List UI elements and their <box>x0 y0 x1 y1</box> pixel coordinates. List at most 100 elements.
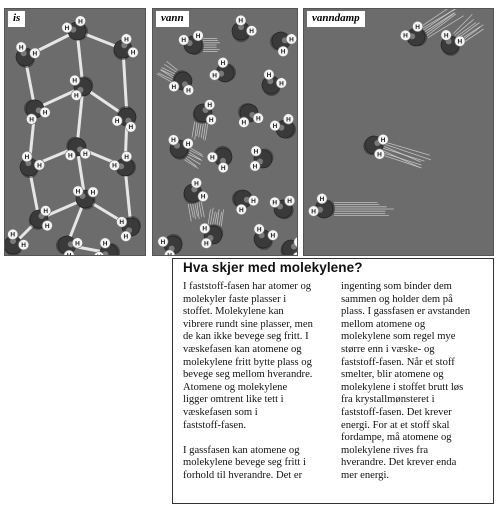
motion-trail <box>208 208 223 227</box>
svg-text:H: H <box>202 226 207 233</box>
svg-text:H: H <box>37 162 42 169</box>
svg-text:H: H <box>287 198 292 205</box>
svg-text:H: H <box>124 234 129 241</box>
svg-text:H: H <box>103 240 108 247</box>
svg-text:H: H <box>444 32 449 39</box>
svg-text:H: H <box>43 110 48 117</box>
svg-text:H: H <box>458 38 463 45</box>
svg-text:H: H <box>43 208 48 215</box>
svg-text:H: H <box>296 254 297 255</box>
svg-text:H: H <box>415 24 420 31</box>
svg-text:H: H <box>251 198 256 205</box>
svg-text:H: H <box>201 194 206 201</box>
water-molecule: HH <box>107 148 142 182</box>
svg-text:H: H <box>78 18 83 25</box>
hydrogen-atom: H <box>250 161 260 171</box>
svg-text:H: H <box>242 120 247 127</box>
svg-text:H: H <box>273 123 278 130</box>
hydrogen-atom: H <box>73 186 83 196</box>
svg-text:H: H <box>119 219 124 226</box>
water-molecule: HH <box>281 237 298 255</box>
svg-text:H: H <box>194 180 199 187</box>
water-molecule: HH <box>248 222 280 253</box>
svg-text:H: H <box>128 124 133 131</box>
ice-molecules: HHHHHHHHHHHHHHHHHHHHHHHHHHHHHH <box>5 9 145 255</box>
svg-text:H: H <box>377 151 382 158</box>
svg-text:H: H <box>161 239 166 246</box>
svg-text:H: H <box>167 252 172 255</box>
water-molecule: HH <box>225 13 260 47</box>
svg-text:H: H <box>320 196 325 203</box>
svg-text:H: H <box>67 253 72 255</box>
explanation-box: Hva skjer med molekylene? I faststoff-fa… <box>172 258 494 504</box>
svg-text:H: H <box>207 102 212 109</box>
water-molecule: HH <box>51 229 84 255</box>
water-molecule: HH <box>306 191 339 225</box>
ice-label: is <box>8 11 25 27</box>
svg-text:H: H <box>403 33 408 40</box>
svg-text:H: H <box>186 141 191 148</box>
svg-text:H: H <box>29 116 34 123</box>
svg-text:H: H <box>181 37 186 44</box>
svg-text:H: H <box>19 44 24 51</box>
svg-text:H: H <box>72 78 77 85</box>
svg-text:H: H <box>10 232 15 239</box>
left-paragraph-1: I faststoff-fasen har atomer og molekyle… <box>183 281 333 432</box>
water-molecule: HH <box>155 228 188 255</box>
svg-text:H: H <box>289 36 294 43</box>
svg-text:H: H <box>91 189 96 196</box>
motion-trail <box>381 142 431 168</box>
svg-text:H: H <box>75 240 80 247</box>
svg-text:H: H <box>271 232 276 239</box>
water-panel: HHHHHHHHHHHHHHHHHHHHHHHHHHHHHHHHHHHHHH v… <box>152 8 298 256</box>
svg-text:H: H <box>204 241 209 248</box>
svg-text:H: H <box>112 163 117 170</box>
svg-text:H: H <box>267 72 272 79</box>
water-molecule: HH <box>178 176 211 210</box>
left-column: I faststoff-fasen har atomer og molekyle… <box>183 281 333 495</box>
svg-text:H: H <box>311 208 316 215</box>
water-molecule: HH <box>10 40 42 71</box>
water-molecule: HH <box>177 28 209 59</box>
water-molecules: HHHHHHHHHHHHHHHHHHHHHHHHHHHHHHHHHHHHHH <box>153 9 297 255</box>
svg-text:H: H <box>65 25 70 32</box>
water-molecule: HH <box>233 99 265 130</box>
water-molecule: HH <box>269 194 297 222</box>
svg-text:H: H <box>286 116 291 123</box>
svg-text:H: H <box>221 60 226 67</box>
water-molecule: HH <box>13 149 47 182</box>
svg-text:H: H <box>279 80 284 87</box>
motion-trail <box>188 202 204 222</box>
left-paragraph-2: I gassfasen kan atomene og molekylene be… <box>183 445 333 483</box>
hydrogen-atom: H <box>88 187 98 197</box>
svg-text:H: H <box>257 226 262 233</box>
vapor-molecules: HHHHHHHH <box>304 9 493 255</box>
svg-text:H: H <box>171 137 176 144</box>
svg-text:H: H <box>33 50 38 57</box>
water-molecule: HH <box>250 146 274 171</box>
svg-text:H: H <box>124 36 129 43</box>
water-molecule: HH <box>204 140 239 174</box>
svg-text:H: H <box>281 49 286 56</box>
motion-trail <box>192 122 208 141</box>
svg-text:H: H <box>115 118 120 125</box>
svg-text:H: H <box>74 93 79 100</box>
svg-text:H: H <box>249 28 254 35</box>
svg-text:H: H <box>210 155 215 162</box>
svg-text:H: H <box>254 148 259 155</box>
svg-text:H: H <box>83 151 88 158</box>
vapor-label: vanndamp <box>307 11 365 27</box>
water-molecule: HH <box>165 134 194 162</box>
motion-trail <box>334 202 394 215</box>
water-molecule: HH <box>226 183 261 217</box>
right-paragraph-1: ingenting som binder dem sammen og holde… <box>341 281 489 483</box>
water-label: vann <box>156 11 189 27</box>
svg-text:H: H <box>212 72 217 79</box>
svg-text:H: H <box>256 115 261 122</box>
svg-text:H: H <box>68 153 73 160</box>
water-molecule: HH <box>255 67 289 100</box>
svg-text:H: H <box>97 254 102 255</box>
water-molecule: HH <box>265 25 297 59</box>
svg-text:H: H <box>124 154 129 161</box>
